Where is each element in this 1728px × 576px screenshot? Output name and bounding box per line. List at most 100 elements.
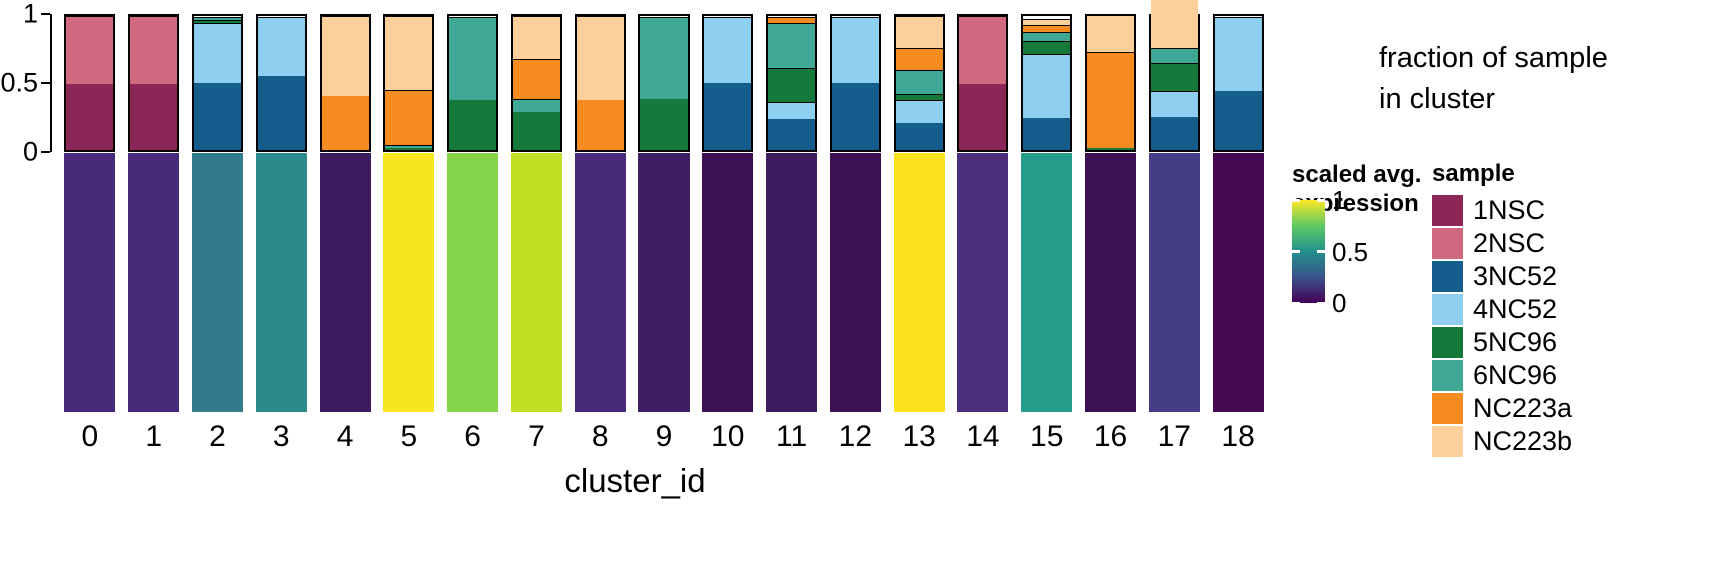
legend-item[interactable]: 4NC52	[1432, 293, 1722, 326]
legend-item[interactable]: 6NC96	[1432, 359, 1722, 392]
legend-item[interactable]: NC223a	[1432, 392, 1722, 425]
heatmap-cell[interactable]	[255, 153, 307, 412]
bar-segment[interactable]	[959, 84, 1007, 150]
bar-segment[interactable]	[512, 16, 560, 59]
bar-segment[interactable]	[831, 83, 879, 150]
bar-column[interactable]	[128, 14, 180, 152]
bar-segment[interactable]	[1023, 18, 1071, 26]
bar-column[interactable]	[1212, 14, 1264, 152]
heatmap-cell[interactable]	[191, 153, 243, 412]
bar-segment[interactable]	[385, 90, 433, 146]
bar-segment[interactable]	[130, 84, 178, 150]
bar-segment[interactable]	[1023, 41, 1071, 54]
bar-segment[interactable]	[449, 17, 497, 101]
bar-column[interactable]	[702, 14, 754, 152]
bar-segment[interactable]	[895, 93, 943, 101]
bar-segment[interactable]	[1023, 25, 1071, 33]
legend-item[interactable]: 3NC52	[1432, 260, 1722, 293]
bar-segment[interactable]	[640, 17, 688, 100]
bar-segment[interactable]	[768, 17, 816, 23]
bar-segment[interactable]	[1150, 62, 1198, 92]
bar-segment[interactable]	[512, 99, 560, 113]
bar-segment[interactable]	[257, 17, 305, 77]
bar-segment[interactable]	[1214, 91, 1262, 150]
bar-column[interactable]	[447, 14, 499, 152]
bar-column[interactable]	[1148, 0, 1200, 152]
bar-segment[interactable]	[193, 83, 241, 150]
heatmap-cell[interactable]	[64, 153, 116, 412]
bar-segment[interactable]	[1087, 51, 1135, 148]
bar-segment[interactable]	[576, 100, 624, 150]
bar-column[interactable]	[1085, 14, 1137, 152]
bar-segment[interactable]	[1214, 17, 1262, 92]
legend-item[interactable]: 2NSC	[1432, 227, 1722, 260]
bar-segment[interactable]	[130, 16, 178, 85]
bar-column[interactable]	[319, 14, 371, 152]
heatmap-cell[interactable]	[702, 153, 754, 412]
bar-segment[interactable]	[768, 101, 816, 120]
bar-column[interactable]	[1021, 14, 1073, 152]
heatmap-cell[interactable]	[893, 153, 945, 412]
bar-segment[interactable]	[193, 17, 241, 21]
bar-segment[interactable]	[449, 100, 497, 150]
bar-segment[interactable]	[512, 58, 560, 100]
bar-segment[interactable]	[257, 76, 305, 150]
bar-segment[interactable]	[385, 16, 433, 91]
bar-segment[interactable]	[895, 16, 943, 49]
bar-segment[interactable]	[768, 22, 816, 69]
bar-segment[interactable]	[1150, 0, 1198, 49]
bar-segment[interactable]	[959, 16, 1007, 85]
bar-segment[interactable]	[1150, 48, 1198, 63]
bar-segment[interactable]	[1150, 116, 1198, 150]
bar-segment[interactable]	[704, 17, 752, 83]
legend-item[interactable]: 5NC96	[1432, 326, 1722, 359]
bar-segment[interactable]	[385, 145, 433, 148]
bar-segment[interactable]	[831, 17, 879, 83]
bar-segment[interactable]	[321, 16, 369, 97]
bar-segment[interactable]	[768, 119, 816, 150]
bar-segment[interactable]	[895, 69, 943, 94]
bar-segment[interactable]	[640, 99, 688, 150]
heatmap-cell[interactable]	[829, 153, 881, 412]
bar-column[interactable]	[64, 14, 116, 152]
bar-segment[interactable]	[193, 20, 241, 23]
bar-column[interactable]	[383, 14, 435, 152]
bar-segment[interactable]	[895, 48, 943, 70]
heatmap-cell[interactable]	[383, 153, 435, 412]
bar-segment[interactable]	[704, 83, 752, 150]
bar-segment[interactable]	[66, 16, 114, 85]
bar-segment[interactable]	[768, 68, 816, 102]
heatmap-cell[interactable]	[128, 153, 180, 412]
bar-column[interactable]	[766, 14, 818, 152]
heatmap-cell[interactable]	[957, 153, 1009, 412]
heatmap-cell[interactable]	[1148, 153, 1200, 412]
heatmap-cell[interactable]	[1021, 153, 1073, 412]
bar-segment[interactable]	[512, 112, 560, 150]
bar-column[interactable]	[510, 14, 562, 152]
bar-segment[interactable]	[895, 100, 943, 124]
bar-column[interactable]	[574, 14, 626, 152]
heatmap-cell[interactable]	[447, 153, 499, 412]
bar-segment[interactable]	[1087, 148, 1135, 150]
legend-item[interactable]: 1NSC	[1432, 194, 1722, 227]
bar-column[interactable]	[638, 14, 690, 152]
bar-segment[interactable]	[1087, 15, 1135, 52]
bar-segment[interactable]	[895, 123, 943, 150]
bar-segment[interactable]	[321, 96, 369, 150]
heatmap-cell[interactable]	[638, 153, 690, 412]
bar-segment[interactable]	[385, 148, 433, 150]
bar-segment[interactable]	[1023, 32, 1071, 42]
bar-segment[interactable]	[1150, 91, 1198, 117]
bar-column[interactable]	[957, 14, 1009, 152]
bar-segment[interactable]	[66, 84, 114, 150]
heatmap-cell[interactable]	[319, 153, 371, 412]
bar-segment[interactable]	[1023, 117, 1071, 150]
heatmap-cell[interactable]	[1212, 153, 1264, 412]
bar-column[interactable]	[255, 14, 307, 152]
bar-column[interactable]	[191, 14, 243, 152]
bar-segment[interactable]	[576, 16, 624, 101]
bar-column[interactable]	[829, 14, 881, 152]
heatmap-cell[interactable]	[510, 153, 562, 412]
bar-column[interactable]	[893, 14, 945, 152]
legend-item[interactable]: NC223b	[1432, 425, 1722, 458]
